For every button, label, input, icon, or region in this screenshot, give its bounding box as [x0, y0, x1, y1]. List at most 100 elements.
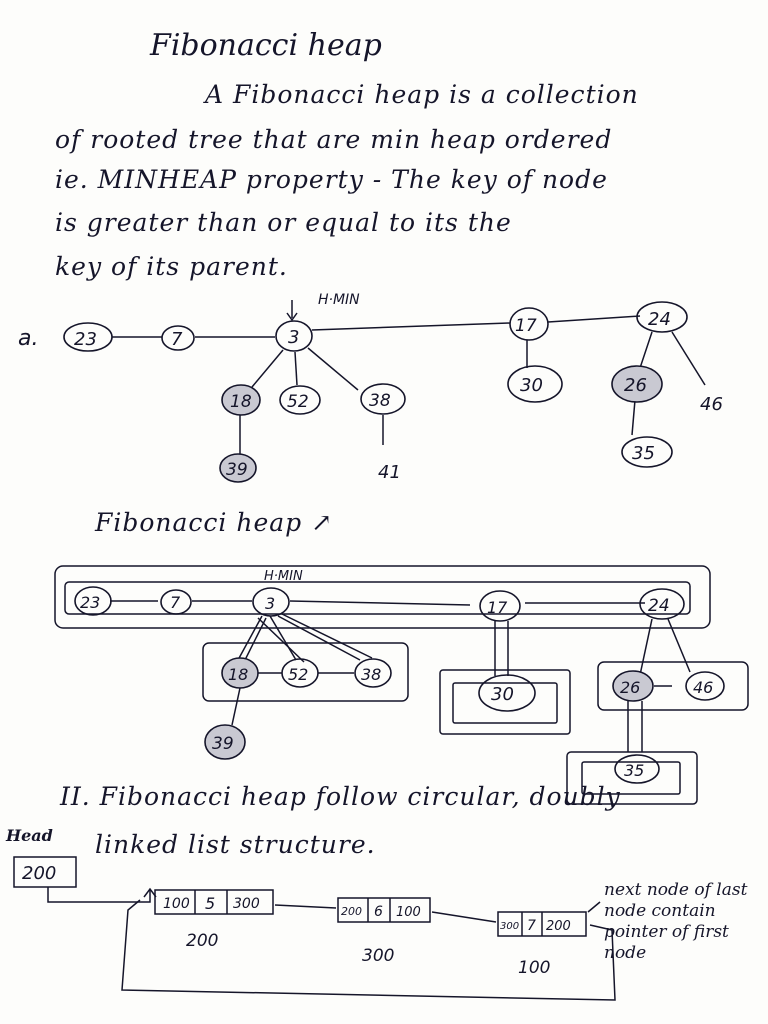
edge-24-26	[639, 331, 653, 369]
svg-text:300: 300	[233, 896, 260, 912]
svg-text:3: 3	[265, 594, 275, 613]
svg-text:30: 30	[520, 375, 543, 396]
svg-text:18: 18	[230, 392, 252, 412]
link-node2-node3	[431, 911, 497, 923]
svg-text:300: 300	[500, 921, 519, 932]
svg-text:17: 17	[487, 598, 508, 617]
intro-line-4: is greater than or equal to its the	[55, 208, 512, 237]
svg-text:24: 24	[648, 596, 670, 616]
node-b-26-marked: 26	[612, 670, 654, 702]
hmin-pointer-label-b: H·MIN	[264, 569, 303, 584]
node-26-marked: 26	[611, 365, 663, 403]
svg-text:18: 18	[228, 665, 248, 684]
root-circular-outer	[54, 565, 711, 629]
head-box	[13, 856, 77, 888]
node-7: 7	[161, 325, 195, 351]
node-b-18-marked: 18	[221, 657, 259, 689]
child-of-26-ring-outer	[566, 751, 698, 805]
point-ii-line-1: II. Fibonacci heap follow circular, doub…	[60, 782, 621, 811]
node-41: 41	[378, 462, 401, 483]
edge-3-52	[294, 351, 298, 386]
node-b-52: 52	[281, 658, 319, 688]
root-circular-inner	[64, 581, 691, 615]
node-b-35: 35	[614, 754, 660, 784]
svg-text:17: 17	[515, 316, 537, 336]
edge-3-18	[251, 349, 284, 388]
svg-text:38: 38	[369, 391, 391, 411]
page-title: Fibonacci heap	[150, 28, 382, 63]
svg-text:100: 100	[396, 905, 421, 920]
fibonacci-heap-tree-figure: a. H·MIN 23 7 3 17 24 18 52 38 39 41 30 …	[18, 292, 723, 483]
child-of-17-ring-outer	[439, 669, 571, 735]
node-b-17: 17	[479, 590, 521, 622]
side-note-pointer	[587, 901, 601, 913]
svg-text:30: 30	[491, 684, 514, 705]
edge-26-35	[631, 399, 636, 436]
figure-a-label: a.	[18, 326, 38, 351]
list-node-3-address: 100	[518, 958, 550, 978]
children-of-24-ring	[597, 661, 749, 711]
head-pointer-arrowhead	[143, 887, 157, 898]
node-b-24: 24	[639, 588, 685, 620]
intro-line-2: of rooted tree that are min heap ordered	[55, 125, 613, 154]
svg-text:200: 200	[546, 919, 571, 934]
list-node-2-address: 300	[362, 946, 394, 966]
svg-text:7: 7	[171, 329, 183, 350]
node-b-39-marked: 39	[204, 724, 246, 760]
intro-line-1: A Fibonacci heap is a collection	[205, 80, 639, 109]
list-node-1: 100 5 300	[154, 889, 274, 915]
edge-3-38	[307, 347, 359, 391]
list-node-3: 300 7 200	[497, 911, 587, 937]
figure-a-caption: Fibonacci heap ↗	[95, 508, 334, 537]
svg-text:23: 23	[74, 329, 97, 350]
root-link-17-24	[547, 315, 641, 323]
head-pointer-line	[47, 887, 151, 903]
svg-text:46: 46	[693, 678, 713, 697]
node-b-46: 46	[685, 671, 725, 701]
hmin-arrowhead-a	[286, 312, 298, 322]
svg-text:6: 6	[374, 904, 383, 920]
node-b-38: 38	[354, 658, 392, 688]
svg-text:100: 100	[163, 896, 190, 912]
svg-text:24: 24	[648, 309, 671, 330]
svg-text:7: 7	[527, 918, 536, 934]
intro-line-5: key of its parent.	[55, 252, 288, 281]
node-23: 23	[63, 322, 113, 352]
svg-text:52: 52	[288, 665, 308, 684]
svg-text:35: 35	[624, 761, 644, 780]
svg-text:5: 5	[205, 894, 215, 913]
svg-text:7: 7	[170, 593, 181, 612]
node-24: 24	[636, 301, 688, 333]
side-note: next node of last node contain pointer o…	[604, 880, 748, 963]
svg-text:52: 52	[287, 392, 309, 412]
node-b-7: 7	[160, 589, 192, 615]
svg-text:39: 39	[226, 460, 248, 480]
node-38: 38	[360, 383, 406, 415]
svg-text:26: 26	[620, 678, 640, 697]
head-label: Head	[6, 826, 53, 845]
node-52: 52	[279, 385, 321, 415]
node-35: 35	[621, 436, 673, 468]
point-ii-line-2: linked list structure.	[95, 830, 376, 859]
edge-24-46	[671, 331, 706, 386]
circular-loop	[121, 899, 616, 1001]
svg-text:39: 39	[212, 734, 234, 754]
node-46: 46	[700, 394, 723, 415]
node-b-3: 3	[252, 587, 290, 617]
svg-text:200: 200	[341, 905, 362, 918]
node-39-marked: 39	[219, 453, 257, 483]
root-link-3-17	[311, 322, 511, 331]
child-of-26-ring-inner	[581, 761, 681, 795]
intro-line-3: ie. MINHEAP property - The key of node	[55, 165, 608, 194]
link-node1-node2	[274, 904, 337, 909]
node-b-30: 30	[478, 674, 536, 712]
list-node-1-address: 200	[186, 931, 218, 951]
svg-text:35: 35	[632, 443, 655, 464]
head-value: 200	[22, 863, 56, 884]
svg-text:38: 38	[361, 665, 381, 684]
list-node-2: 200 6 100	[337, 897, 431, 923]
node-17: 17	[509, 307, 549, 341]
node-b-23: 23	[74, 586, 112, 616]
